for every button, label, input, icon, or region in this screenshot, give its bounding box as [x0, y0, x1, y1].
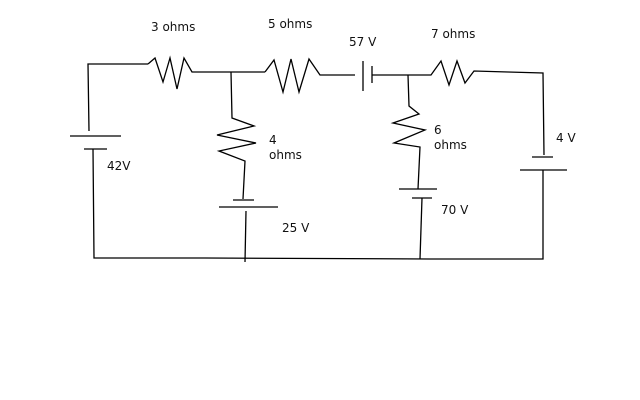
- label-57v: 57 V: [349, 35, 377, 49]
- label-4-ohms-unit: ohms: [269, 148, 302, 162]
- resistor-7-ohms: [408, 59, 545, 156]
- label-7-ohms: 7 ohms: [431, 27, 476, 41]
- label-70v: 70 V: [441, 203, 469, 217]
- label-3-ohms: 3 ohms: [151, 20, 196, 34]
- label-42v: 42V: [107, 159, 131, 173]
- label-4v: 4 V: [556, 131, 576, 145]
- resistor-5-ohms: [264, 57, 355, 95]
- resistor-4-ohms: [216, 71, 257, 200]
- label-5-ohms: 5 ohms: [268, 17, 313, 31]
- wire-25v-down: [244, 210, 247, 263]
- wire-bottom-left: [92, 148, 431, 260]
- resistor-3-ohms: [147, 55, 232, 90]
- wire-top-left: [87, 63, 148, 132]
- wire-right-bottom: [430, 170, 544, 260]
- wire-70v-down: [419, 197, 423, 260]
- label-6-ohms-unit: ohms: [434, 138, 467, 152]
- label-4-ohms-value: 4: [269, 133, 277, 147]
- label-25v: 25 V: [282, 221, 310, 235]
- resistor-6-ohms: [390, 74, 428, 190]
- label-6-ohms-value: 6: [434, 123, 442, 137]
